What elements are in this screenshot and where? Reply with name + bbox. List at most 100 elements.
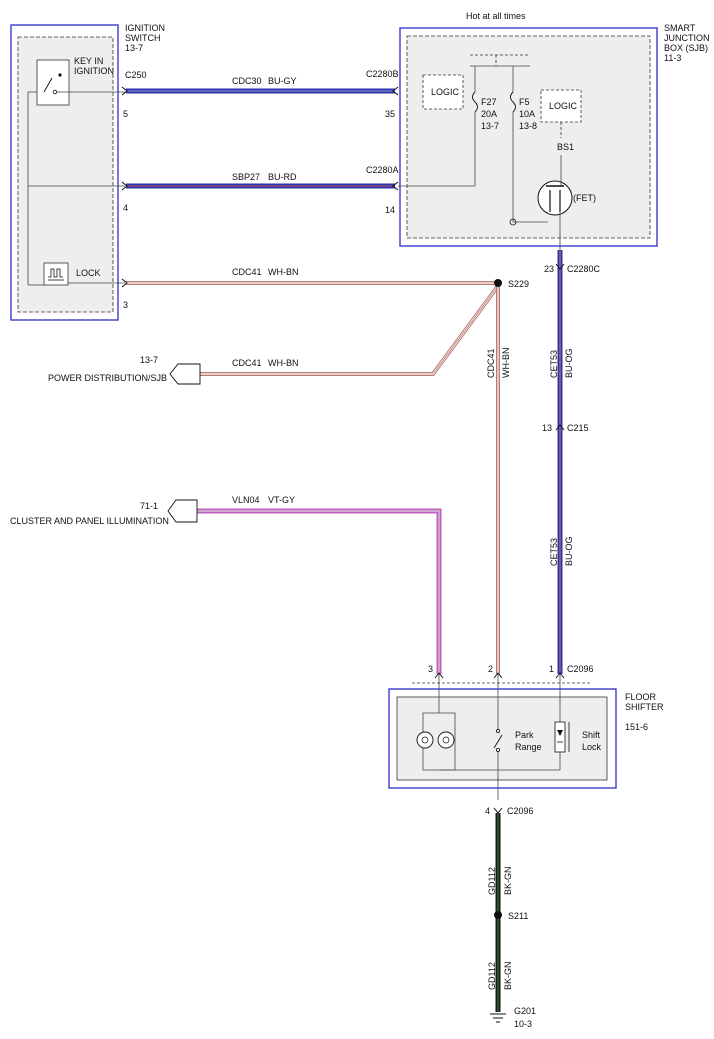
pin-23-label: 23 — [544, 264, 554, 274]
power-dist-label: POWER DISTRIBUTION/SJB — [48, 373, 167, 383]
hot-at-all-times-label: Hot at all times — [466, 11, 526, 21]
cluster-ref: 71-1 — [140, 501, 158, 511]
fuse-f27-icon — [472, 91, 478, 113]
gd112-b-color: BK-GN — [503, 961, 513, 990]
key-in-label: KEY IN — [74, 56, 103, 66]
logic-label-right: LOGIC — [549, 101, 578, 111]
c2096-pin-2: 2 — [488, 664, 493, 674]
floor-shifter-title-1: FLOOR — [625, 692, 657, 702]
range-label: Range — [515, 742, 542, 752]
pin-3-label: 3 — [123, 300, 128, 310]
c215-label: C215 — [567, 423, 589, 433]
c2280b-label: C2280B — [366, 69, 399, 79]
cdc30-circuit: CDC30 — [232, 76, 262, 86]
floor-shifter-ref: 151-6 — [625, 722, 648, 732]
vln04-circuit: VLN04 — [232, 495, 260, 505]
c2096-pin-3: 3 — [428, 664, 433, 674]
wire-cdc41-top: CDC41 WH-BN — [121, 267, 498, 288]
pin-35-label: 35 — [385, 109, 395, 119]
sjb-title-2: JUNCTION — [664, 33, 710, 43]
c2096-pin-1: 1 — [549, 664, 554, 674]
c2280a-label: C2280A — [366, 165, 399, 175]
vln04-color: VT-GY — [268, 495, 295, 505]
connector-c2096-top: 3 2 1 C2096 — [412, 664, 594, 684]
lamp-icon-2 — [437, 731, 455, 749]
cet53-b-circuit: CET53 — [549, 538, 559, 566]
wire-sbp27: SBP27 BU-RD C2280A 14 — [121, 165, 399, 215]
g201-label: G201 — [514, 1006, 536, 1016]
sjb-title-1: SMART — [664, 23, 696, 33]
lock-label: LOCK — [76, 268, 101, 278]
f5-name: F5 — [519, 97, 530, 107]
s211-label: S211 — [508, 911, 528, 921]
lock-shift-label: Lock — [582, 742, 602, 752]
ignition-switch-title-2: SWITCH — [125, 33, 161, 43]
cdc41-top-circuit: CDC41 — [232, 267, 262, 277]
cdc41-vert-circuit: CDC41 — [486, 348, 496, 378]
g201-ref: 10-3 — [514, 1019, 532, 1029]
gd112-b-circuit: GD112 — [487, 962, 497, 990]
shift-label: Shift — [582, 730, 601, 740]
ground-icon — [490, 1013, 506, 1023]
cluster-label: CLUSTER AND PANEL ILLUMINATION — [10, 516, 169, 526]
c2096-pin-4: 4 — [485, 806, 490, 816]
cdc41-pd-color: WH-BN — [268, 358, 299, 368]
c2096-bottom-label: C2096 — [507, 806, 534, 816]
wire-cdc41-power-dist: CDC41 WH-BN — [200, 284, 500, 376]
cet53-a-circuit: CET53 — [549, 350, 559, 378]
gd112-a-circuit: GD112 — [487, 867, 497, 895]
cet53-a-color: BU-OG — [564, 348, 574, 378]
lock-solenoid-icon — [48, 268, 64, 281]
pin-4-label: 4 — [123, 203, 128, 213]
ignition-switch: KEY IN IGNITION LOCK IGNITION SWITCH 13-… — [10, 23, 165, 321]
key-ignition-label: IGNITION — [74, 66, 114, 76]
c250-label: C250 — [125, 70, 147, 80]
sbp27-circuit: SBP27 — [232, 172, 260, 182]
park-label: Park — [515, 730, 534, 740]
f5-rating: 10A — [519, 109, 535, 119]
pin-5-label: 5 — [123, 109, 128, 119]
smart-junction-box: Hot at all times LOGIC F27 20A 13-7 F5 1… — [398, 11, 710, 250]
logic-label-left: LOGIC — [431, 87, 460, 97]
f27-rating: 20A — [481, 109, 497, 119]
cdc30-color: BU-GY — [268, 76, 297, 86]
cdc41-pd-circuit: CDC41 — [232, 358, 262, 368]
f27-name: F27 — [481, 97, 497, 107]
wire-cet53: 23 C2280C CET53 BU-OG 13 C215 CET53 BU-O… — [542, 250, 601, 674]
power-distribution-connector: 13-7 POWER DISTRIBUTION/SJB — [48, 355, 201, 385]
cet53-b-color: BU-OG — [564, 536, 574, 566]
lamp-icon-1 — [416, 731, 434, 749]
f27-ref: 13-7 — [481, 121, 499, 131]
wire-gd112: 4 C2096 GD112 BK-GN GD112 BK-GN — [485, 806, 534, 1012]
fuse-f5-icon — [510, 91, 516, 113]
floor-shifter-title-2: SHIFTER — [625, 702, 664, 712]
sjb-title-3: BOX (SJB) — [664, 43, 708, 53]
fet-icon — [537, 155, 573, 250]
ignition-switch-title-1: IGNITION — [125, 23, 165, 33]
wire-vln04: VLN04 VT-GY — [197, 495, 442, 674]
sbp27-color: BU-RD — [268, 172, 297, 182]
key-switch-icon — [43, 73, 125, 95]
bs1-label: BS1 — [557, 142, 574, 152]
c2096-top-label: C2096 — [567, 664, 594, 674]
cdc41-top-color: WH-BN — [268, 267, 299, 277]
splice-s211 — [494, 911, 502, 919]
power-dist-ref: 13-7 — [140, 355, 158, 365]
fet-label: (FET) — [573, 193, 596, 203]
wire-cdc41-vertical: CDC41 WH-BN — [486, 283, 511, 674]
c2280c-label: C2280C — [567, 264, 601, 274]
floor-shifter: Park Range Shift Lock FLOOR SHIFTER 151-… — [388, 674, 664, 800]
s229-label: S229 — [508, 279, 529, 289]
park-range-switch-icon — [493, 729, 503, 753]
ignition-switch-ref: 13-7 — [125, 43, 143, 53]
cdc41-vert-color: WH-BN — [501, 348, 511, 379]
pin-14-label: 14 — [385, 205, 395, 215]
splice-s229 — [494, 279, 502, 287]
cluster-connector: 71-1 CLUSTER AND PANEL ILLUMINATION — [10, 499, 198, 526]
gd112-a-color: BK-GN — [503, 866, 513, 895]
wire-cdc30: CDC30 BU-GY C2280B 35 — [121, 69, 399, 119]
f5-ref: 13-8 — [519, 121, 537, 131]
pin-13-label: 13 — [542, 423, 552, 433]
sjb-ref: 11-3 — [664, 53, 681, 63]
